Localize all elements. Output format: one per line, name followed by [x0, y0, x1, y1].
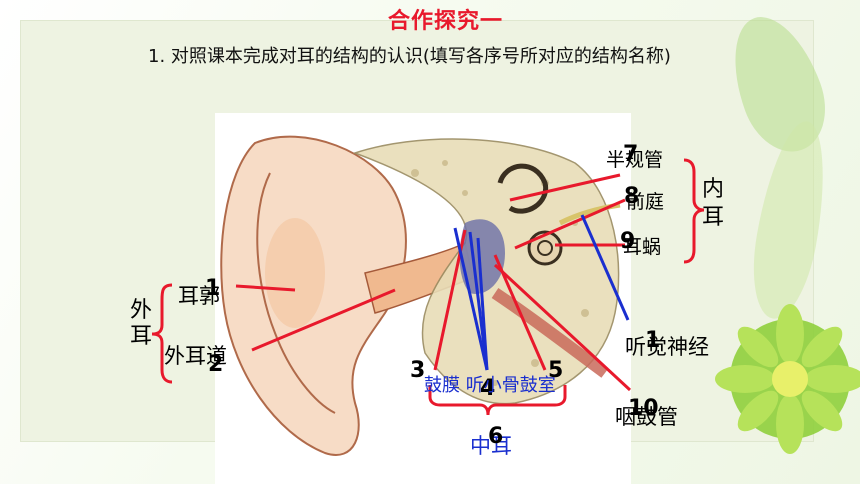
- number-7: 7: [623, 142, 639, 167]
- label-middle-ear: 中耳: [470, 434, 512, 458]
- number-2: 2: [208, 352, 224, 377]
- line-4a: [453, 227, 489, 371]
- line-7: [509, 173, 621, 202]
- number-8: 8: [624, 184, 640, 209]
- label-auricle: 耳郭: [178, 284, 220, 308]
- line-ear-canal: [251, 288, 396, 352]
- number-11: 10: [628, 396, 659, 421]
- number-6: 6: [488, 424, 504, 449]
- label-auditory-nerve: 听觉神经: [625, 335, 709, 359]
- line-11: [493, 263, 632, 392]
- label-vestibule: 前庭: [626, 191, 665, 213]
- label-semicircular-canals: 半规管: [606, 149, 664, 171]
- line-auricle: [235, 284, 296, 292]
- label-inner-ear: 内耳: [702, 177, 725, 230]
- number-4: 4: [480, 376, 496, 401]
- label-outer-ear: 外耳: [130, 298, 153, 349]
- number-9: 9: [620, 229, 636, 254]
- number-5: 5: [548, 358, 564, 383]
- line-auditory-nerve: [580, 214, 630, 321]
- ear-illustration: [220, 135, 621, 456]
- label-ear-canal: 外耳道: [164, 344, 227, 368]
- label-cochlea: 耳蜗: [623, 236, 662, 258]
- line-4c: [476, 237, 489, 371]
- ear-diagram: [215, 113, 631, 484]
- slide-title: 合作探究一: [388, 9, 504, 34]
- line-8: [514, 198, 626, 250]
- flower-decoration: [715, 304, 860, 454]
- label-middle-ear-parts: 鼓膜 听小骨鼓室: [424, 375, 556, 396]
- label-eustachian-tube: 咽鼓管: [615, 405, 678, 429]
- number-1: 1: [205, 276, 221, 301]
- instruction-text: 1. 对照课本完成对耳的结构的认识(填写各序号所对应的结构名称): [148, 46, 671, 67]
- number-3: 3: [410, 358, 426, 383]
- number-10: 1: [645, 328, 661, 353]
